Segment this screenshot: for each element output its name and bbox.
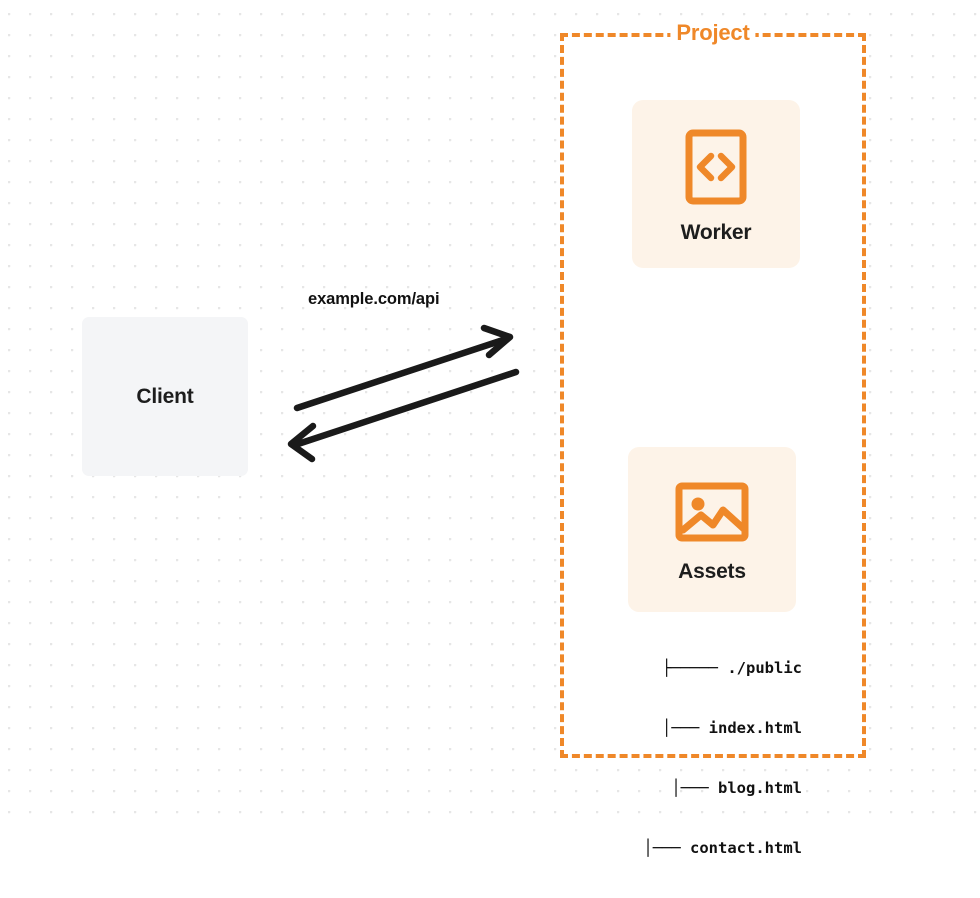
file-tree-row-index: │─── index.html xyxy=(662,719,802,737)
assets-card[interactable]: Assets xyxy=(628,447,796,612)
file-tree-row-blog: │─── blog.html xyxy=(671,779,802,797)
image-icon xyxy=(675,480,749,544)
request-arrow xyxy=(293,324,514,412)
file-tree-row-root: ├───── ./public xyxy=(662,659,802,677)
client-node-label: Client xyxy=(136,384,194,408)
worker-card[interactable]: Worker xyxy=(632,100,800,268)
connection-label: example.com/api xyxy=(308,290,440,308)
assets-file-tree: ├───── ./public │─── index.html │─── blo… xyxy=(606,618,802,898)
diagram-canvas: Client example.com/api Project Worker xyxy=(0,0,980,857)
project-title: Project xyxy=(670,20,756,46)
worker-card-label: Worker xyxy=(680,221,752,244)
response-arrow xyxy=(287,368,520,463)
client-node[interactable]: Client xyxy=(82,317,248,476)
code-brackets-icon xyxy=(685,129,747,205)
file-tree-row-contact: │─── contact.html xyxy=(643,839,802,857)
assets-card-label: Assets xyxy=(678,559,746,583)
